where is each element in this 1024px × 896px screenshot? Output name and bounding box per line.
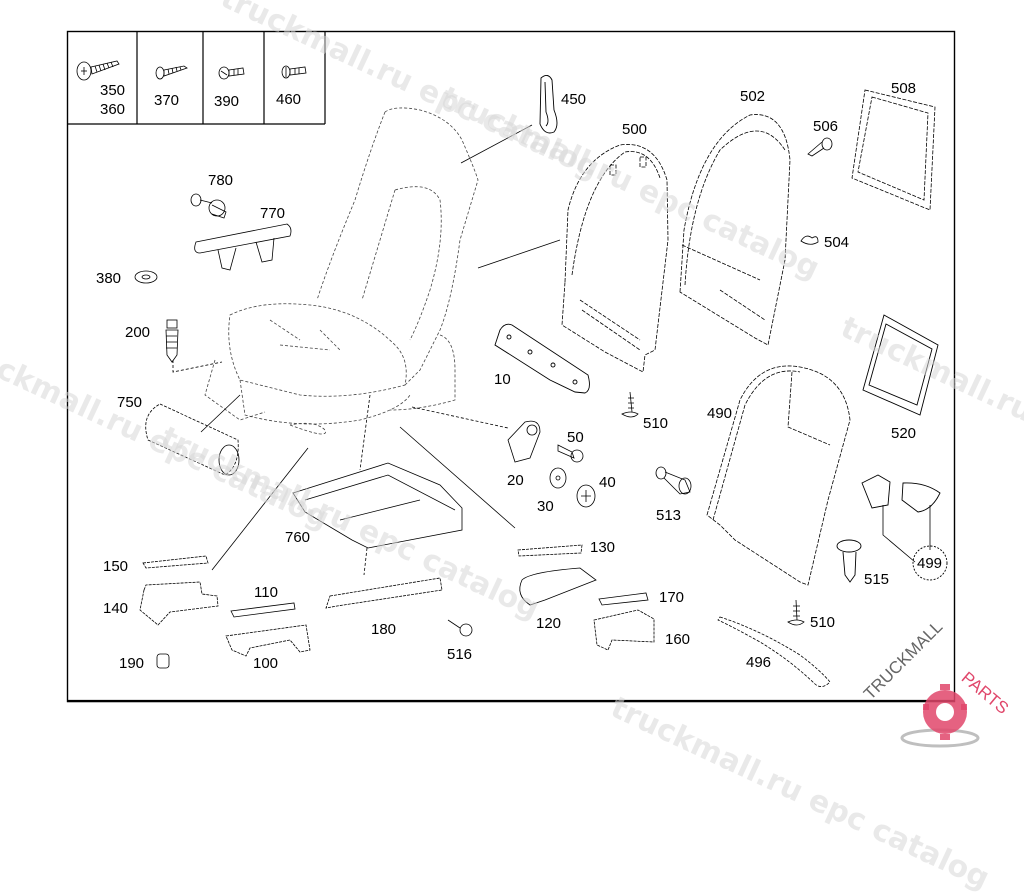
- part-515-clip: [836, 539, 862, 583]
- part-30-washer: [549, 467, 567, 489]
- callout-499[interactable]: 499: [917, 555, 943, 572]
- callout-140[interactable]: 140: [103, 600, 129, 617]
- part-40-cap: [576, 484, 596, 508]
- callout-10[interactable]: 10: [494, 371, 511, 388]
- callout-504[interactable]: 504: [824, 234, 850, 251]
- callout-180[interactable]: 180: [371, 621, 397, 638]
- callout-160[interactable]: 160: [665, 631, 691, 648]
- part-450-headrest-guide: [539, 75, 558, 134]
- callout-513[interactable]: 513: [656, 507, 682, 524]
- callout-760[interactable]: 760: [285, 529, 311, 546]
- callout-190[interactable]: 190: [119, 655, 145, 672]
- diagram-drawing: [66, 30, 956, 703]
- callout-520[interactable]: 520: [891, 425, 917, 442]
- callout-502[interactable]: 502: [740, 88, 766, 105]
- part-750-cylinder: [145, 403, 240, 476]
- part-513-pin: [655, 466, 692, 495]
- part-110-trim: [230, 602, 296, 618]
- part-502-backrest-cover: [679, 114, 791, 346]
- leader-lines: [172, 124, 931, 576]
- callout-496[interactable]: 496: [746, 654, 772, 671]
- part-516-screw: [447, 619, 473, 637]
- seat-assembly: [204, 107, 479, 435]
- callout-515[interactable]: 515: [864, 571, 890, 588]
- callout-20[interactable]: 20: [507, 472, 524, 489]
- callout-40[interactable]: 40: [599, 474, 616, 491]
- legend-label[interactable]: 390: [214, 93, 240, 110]
- callout-510[interactable]: 510: [810, 614, 836, 631]
- fastener-legend-table: [67, 31, 326, 125]
- part-150-trim: [142, 555, 209, 569]
- legend-label[interactable]: 460: [276, 91, 302, 108]
- tapping-screw-icon: [155, 65, 188, 80]
- part-770-bracket: [194, 223, 292, 271]
- part-500-backrest-shell: [561, 144, 669, 373]
- callout-100[interactable]: 100: [253, 655, 279, 672]
- callout-516[interactable]: 516: [447, 646, 473, 663]
- part-10-bracket: [494, 323, 590, 394]
- callout-490[interactable]: 490: [707, 405, 733, 422]
- callout-380[interactable]: 380: [96, 270, 122, 287]
- part-100-cover: [225, 624, 311, 657]
- part-504-clip: [800, 235, 819, 245]
- part-508-panel: [851, 89, 936, 211]
- callout-120[interactable]: 120: [536, 615, 562, 632]
- callout-510[interactable]: 510: [643, 415, 669, 432]
- part-496-strip: [717, 616, 831, 687]
- part-190-clip: [156, 653, 170, 669]
- callout-450[interactable]: 450: [561, 91, 587, 108]
- legend-label[interactable]: 350: [100, 82, 126, 99]
- part-50-bolt: [557, 444, 584, 463]
- callout-130[interactable]: 130: [590, 539, 616, 556]
- part-499-latch: [861, 474, 948, 581]
- part-490-rear-panel: [706, 365, 851, 586]
- part-160-cover: [593, 609, 655, 651]
- callout-110[interactable]: 110: [254, 584, 278, 601]
- callout-150[interactable]: 150: [103, 558, 129, 575]
- callout-750[interactable]: 750: [117, 394, 143, 411]
- callout-508[interactable]: 508: [891, 80, 917, 97]
- flange-screw-icon: [76, 60, 120, 81]
- callout-780[interactable]: 780: [208, 172, 234, 189]
- bolt-icon: [218, 66, 245, 80]
- part-510-screw: [621, 391, 639, 418]
- part-200-screw: [165, 319, 179, 363]
- callout-30[interactable]: 30: [537, 498, 554, 515]
- part-180-trim: [325, 577, 443, 609]
- part-140-cover: [139, 581, 219, 626]
- truckmall-parts-logo: TRUCKMALL PARTS: [860, 617, 1024, 750]
- part-780-pin: [190, 193, 227, 219]
- part-760-tray: [292, 462, 463, 549]
- callout-50[interactable]: 50: [567, 429, 584, 446]
- part-510-screw: [787, 599, 805, 626]
- callout-170[interactable]: 170: [659, 589, 685, 606]
- part-506-screw: [807, 137, 833, 157]
- part-520-panel: [862, 314, 939, 416]
- callout-770[interactable]: 770: [260, 205, 286, 222]
- part-380-washer: [134, 270, 158, 284]
- bolt-icon: [281, 65, 307, 79]
- callout-200[interactable]: 200: [125, 324, 151, 341]
- gear-logo-icon: [900, 684, 980, 748]
- legend-label[interactable]: 360: [100, 101, 126, 118]
- part-130-trim: [517, 544, 583, 557]
- part-170-trim: [598, 592, 649, 606]
- callout-506[interactable]: 506: [813, 118, 839, 135]
- part-120-cover: [519, 567, 597, 606]
- part-20-lever: [507, 420, 541, 463]
- callout-500[interactable]: 500: [622, 121, 648, 138]
- legend-label[interactable]: 370: [154, 92, 180, 109]
